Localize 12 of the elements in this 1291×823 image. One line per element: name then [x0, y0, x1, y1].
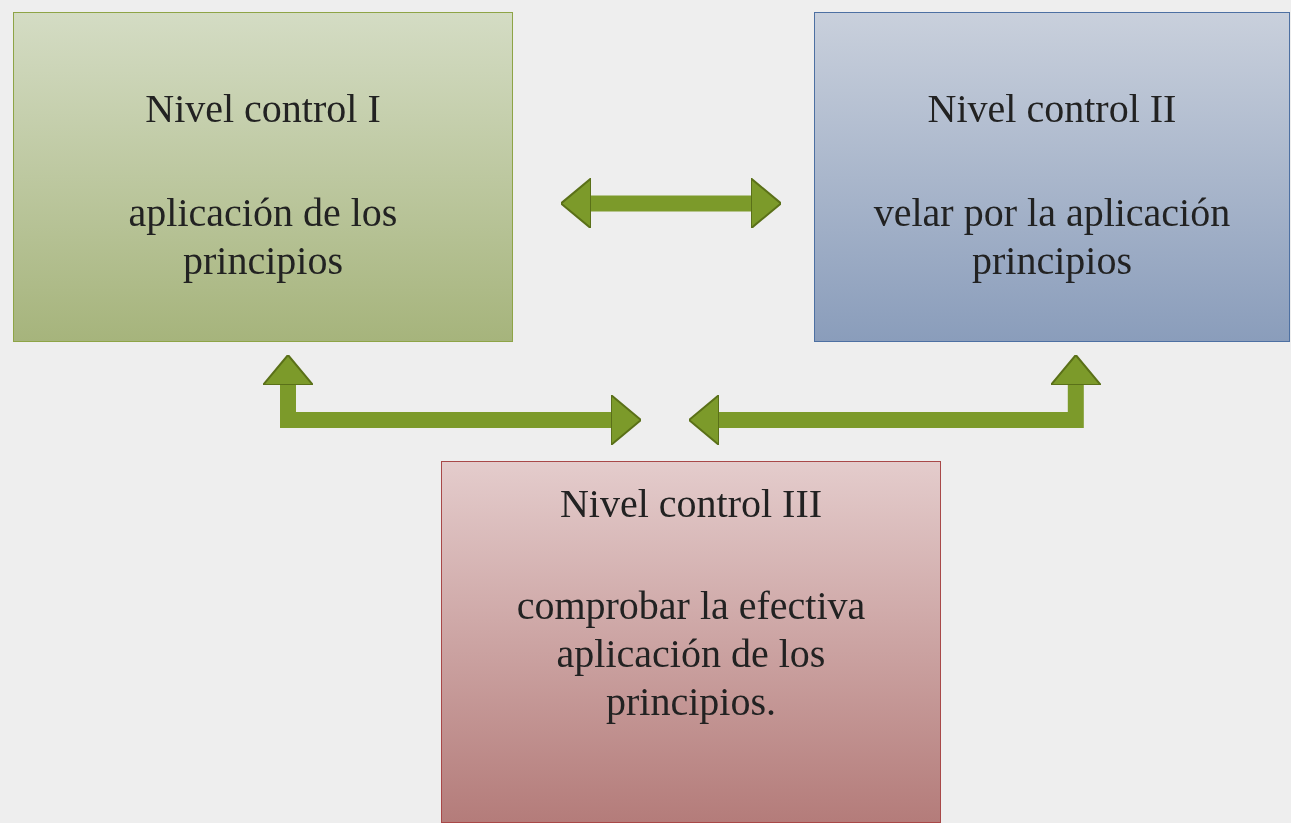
double-arrow [560, 177, 782, 230]
level-box [13, 12, 513, 342]
level-description: comprobar la efectiva aplicación de los principios. [515, 582, 867, 726]
double-arrow [262, 354, 642, 446]
level-title: Nivel control I [145, 85, 381, 133]
level-box [814, 12, 1290, 342]
double-arrow [688, 354, 1102, 446]
level-description: aplicación de los principios [127, 189, 399, 285]
level-title: Nivel control III [559, 480, 823, 528]
level-box [441, 461, 941, 823]
level-description: velar por la aplicación principios [872, 189, 1232, 285]
level-title: Nivel control II [927, 85, 1177, 133]
